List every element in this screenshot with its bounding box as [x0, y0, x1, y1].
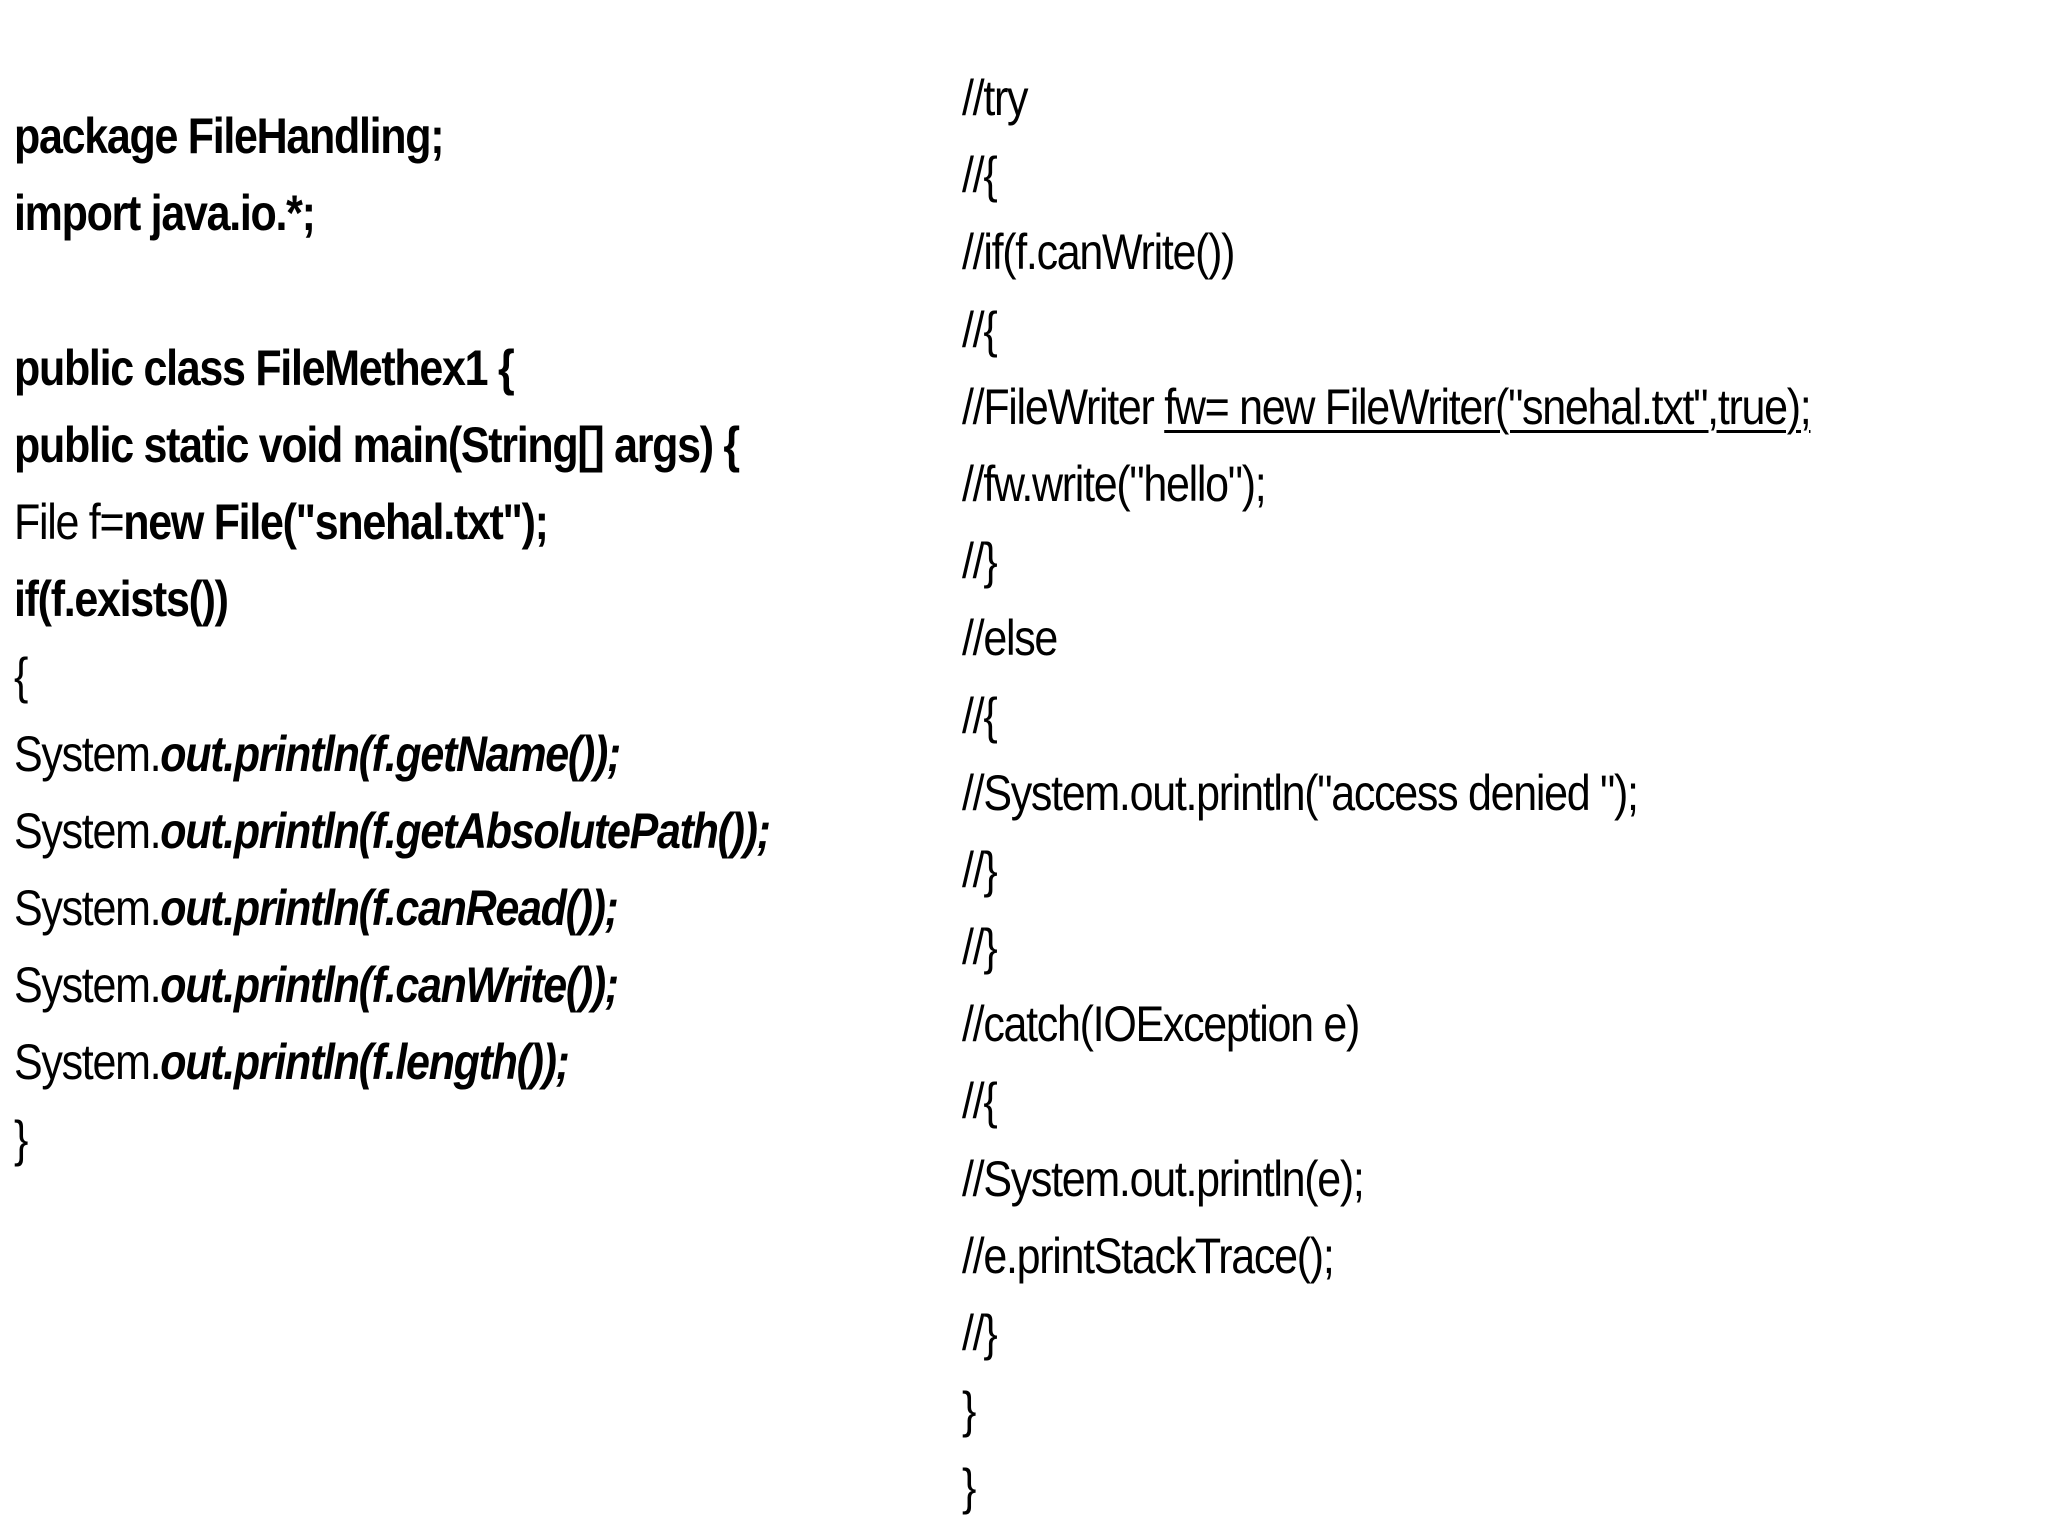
code-line-open-brace: { — [14, 648, 28, 705]
comment-line-close-1: //} — [962, 533, 998, 590]
print-name-call: out.println(f.getName()); — [160, 725, 621, 782]
code-line-close-brace: } — [14, 1111, 28, 1168]
code-line-print-name: System.out.println(f.getName()); — [14, 716, 770, 793]
comment-line-access-denied: //System.out.println("access denied "); — [962, 764, 1639, 821]
code-line-print-write: System.out.println(f.canWrite()); — [14, 947, 770, 1024]
code-line-class: public class FileMethex1 { — [14, 339, 515, 396]
left-code-column: package FileHandling; import java.io.*; … — [14, 98, 893, 1179]
print-length-call: out.println(f.length()); — [160, 1034, 570, 1091]
system-prefix: System. — [14, 1034, 162, 1091]
print-path-call: out.println(f.getAbsolutePath()); — [160, 802, 771, 859]
print-read-call: out.println(f.canRead()); — [160, 879, 619, 936]
comment-line-open-3: //{ — [962, 687, 998, 744]
print-write-call: out.println(f.canWrite()); — [160, 957, 619, 1014]
comment-line-close-3: //} — [962, 919, 998, 976]
code-line-close-brace-1: } — [962, 1382, 976, 1439]
system-prefix: System. — [14, 802, 162, 859]
system-prefix: System. — [14, 725, 162, 782]
code-line-file-decl: File f=new File("snehal.txt"); — [14, 484, 770, 561]
comment-line-print-e: //System.out.println(e); — [962, 1150, 1365, 1207]
filewriter-prefix: //FileWriter — [962, 378, 1165, 435]
code-line-print-read: System.out.println(f.canRead()); — [14, 870, 770, 947]
comment-line-filewriter: //FileWriter fw= new FileWriter("snehal.… — [962, 369, 1812, 446]
system-prefix: System. — [14, 879, 162, 936]
comment-line-catch: //catch(IOException e) — [962, 996, 1360, 1053]
comment-line-stack-trace: //e.printStackTrace(); — [962, 1227, 1335, 1284]
code-line-print-length: System.out.println(f.length()); — [14, 1024, 770, 1101]
comment-line-if-canwrite: //if(f.canWrite()) — [962, 224, 1236, 281]
filewriter-underlined: fw= new FileWriter("snehal.txt",true); — [1164, 378, 1812, 435]
code-line-print-path: System.out.println(f.getAbsolutePath()); — [14, 793, 771, 870]
code-line-close-brace-2: } — [962, 1459, 976, 1516]
comment-line-try: //try — [962, 70, 1029, 126]
code-line-import: import java.io.*; — [14, 185, 316, 242]
comment-line-fw-write: //fw.write("hello"); — [962, 455, 1267, 512]
comment-line-open-4: //{ — [962, 1073, 998, 1130]
file-decl-rest: new File("snehal.txt"); — [123, 493, 549, 550]
comment-line-close-2: //} — [962, 841, 998, 898]
comment-line-else: //else — [962, 610, 1058, 667]
comment-line-open-1: //{ — [962, 147, 998, 204]
blank-line — [14, 252, 770, 329]
comment-line-open-2: //{ — [962, 301, 998, 358]
system-prefix: System. — [14, 957, 162, 1014]
code-line-if-exists: if(f.exists()) — [14, 571, 229, 628]
right-code-column: //try //{ //if(f.canWrite()) //{ //FileW… — [962, 60, 1949, 1527]
code-line-package: package FileHandling; — [14, 108, 445, 164]
comment-line-close-4: //} — [962, 1305, 998, 1361]
file-decl-prefix: File f= — [14, 493, 125, 550]
code-line-main: public static void main(String[] args) { — [14, 416, 740, 473]
